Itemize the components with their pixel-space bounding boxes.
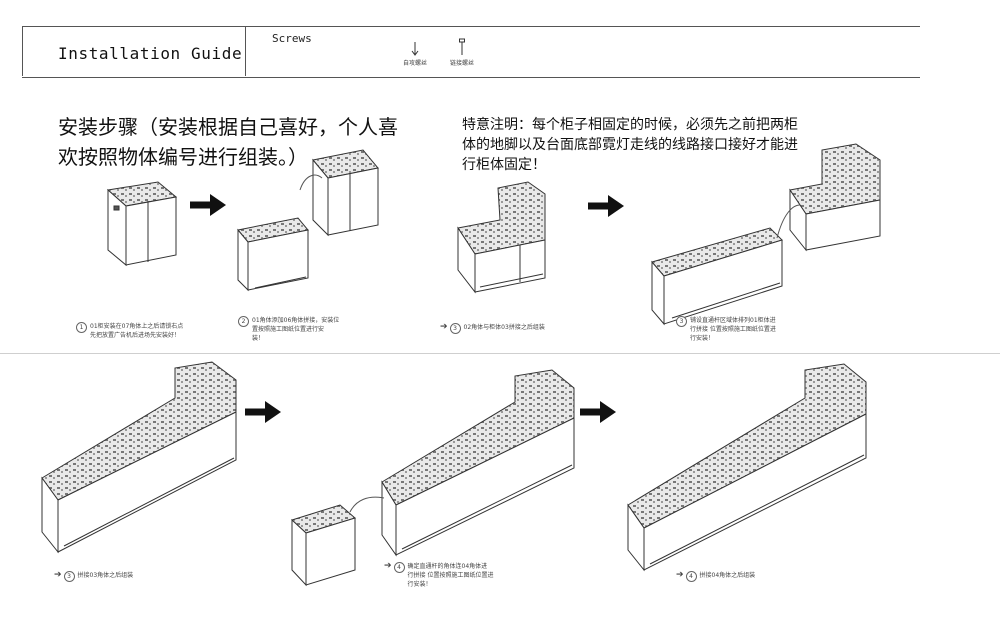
caption-line: 先把放置广告机后进场先安装好！ xyxy=(90,332,181,339)
header-bar xyxy=(22,26,920,78)
step-number: 1 xyxy=(76,322,87,333)
cabinet-drawing xyxy=(651,143,881,326)
cabinet-drawing xyxy=(106,181,178,267)
caption-line: 置按照施工图纸位置进行安 xyxy=(252,326,325,333)
steps-heading: 安装步骤（安装根据自己喜好，个人喜 欢按照物体编号进行组装。） xyxy=(58,112,398,172)
screw-label: 链接螺丝 xyxy=(449,60,474,67)
caption-line: 拼接04角体之后组装 xyxy=(699,572,756,579)
page-title: Installation Guide xyxy=(58,44,243,63)
step-caption: 2 01角体添加06角体拼接，安装位置按照施工图纸位置进行安装！ xyxy=(238,316,339,343)
arrow-right-icon: ➔ xyxy=(676,570,684,580)
step-number: 4 xyxy=(393,562,405,573)
step-caption: ➔ 3 02角体与柜体03拼接之后组装 xyxy=(440,323,545,334)
steps-heading-line: 安装步骤（安装根据自己喜好，个人喜 xyxy=(58,115,398,139)
cabinet-drawing xyxy=(627,363,867,572)
note-line: 特意注明：每个柜子相固定的时候，必须先之前把两柜 xyxy=(462,117,798,133)
caption-line: 装！ xyxy=(252,335,265,342)
screw-label: 自攻螺丝 xyxy=(402,60,427,67)
caption-line: 行安装！ xyxy=(690,335,715,342)
caption-line: 拼接03角体之后组装 xyxy=(77,572,134,579)
caption-line: 确定直通杆的角体连04角体进 xyxy=(407,563,488,570)
note-line: 行柜体固定！ xyxy=(462,157,546,173)
cabinet-drawing xyxy=(237,149,379,292)
installation-note: 特意注明：每个柜子相固定的时候，必须先之前把两柜 体的地脚以及台面底部霓灯走线的… xyxy=(462,115,798,175)
caption-line: 行拼接 位置按照施工图纸位置进 xyxy=(690,326,776,333)
next-arrow xyxy=(190,194,226,216)
arrow-right-icon: ➔ xyxy=(440,322,448,332)
next-arrow xyxy=(245,401,281,423)
caption-line: 02角体与柜体03拼接之后组装 xyxy=(463,324,545,331)
title-box xyxy=(22,26,246,76)
up-bolt-screw-icon xyxy=(459,38,465,55)
step-caption: 3 铺设直通杆区域体排列01柜体进行拼接 位置按照施工图纸位置进行安装！ xyxy=(676,316,776,343)
screws-label: Screws xyxy=(272,32,312,45)
caption-line: 行拼接 位置按照施工图纸位置进 xyxy=(407,572,494,579)
screw-item-connecting: 链接螺丝 xyxy=(442,38,482,67)
step-number: 3 xyxy=(676,316,687,327)
caption-line: 行安装！ xyxy=(407,581,432,588)
step-number: 3 xyxy=(449,323,461,334)
steps-heading-line: 欢按照物体编号进行组装。） xyxy=(58,145,308,169)
step-caption: 1 01柜安装在07角体上之后请锁右点先把放置广告机后进场先安装好！ xyxy=(76,322,183,340)
cabinet-drawing xyxy=(291,369,575,587)
arrow-right-icon: ➔ xyxy=(54,570,62,580)
section-divider xyxy=(0,353,1000,354)
cabinet-drawing xyxy=(41,361,237,554)
step-caption: ➔ 4 拼接04角体之后组装 xyxy=(676,571,755,582)
arrow-right-icon: ➔ xyxy=(384,561,392,571)
cabinet-drawing xyxy=(457,181,546,294)
caption-line: 01角体添加06角体拼接，安装位 xyxy=(252,317,340,324)
step-number: 2 xyxy=(238,316,249,327)
note-line: 体的地脚以及台面底部霓灯走线的线路接口接好才能进 xyxy=(462,137,798,153)
step-number: 3 xyxy=(63,571,75,582)
screw-item-self-tapping: 自攻螺丝 xyxy=(395,40,435,67)
step-caption: ➔ 3 拼接03角体之后组装 xyxy=(54,571,133,582)
caption-line: 01柜安装在07角体上之后请锁右点 xyxy=(90,323,184,330)
down-arrow-screw-icon xyxy=(411,42,419,56)
next-arrow xyxy=(588,195,624,217)
step-caption: ➔ 4 确定直通杆的角体连04角体进行拼接 位置按照施工图纸位置进行安装！ xyxy=(384,562,493,589)
step-number: 4 xyxy=(685,571,697,582)
caption-line: 铺设直通杆区域体排列01柜体进 xyxy=(690,317,776,324)
next-arrow xyxy=(580,401,616,423)
